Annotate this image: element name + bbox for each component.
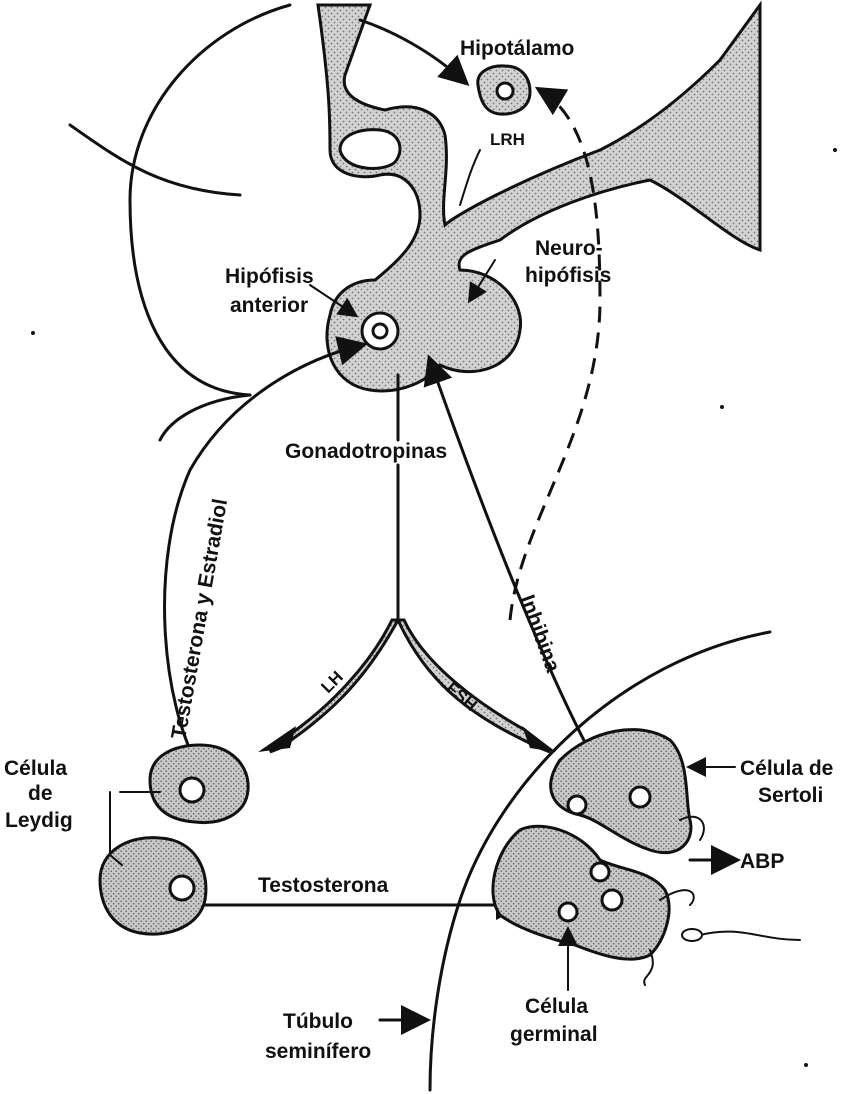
label-neurohipofisis-1: Neuro- bbox=[535, 237, 603, 260]
anterior-pituitary-nucleus bbox=[373, 324, 387, 338]
label-hipotalamo: Hipotálamo bbox=[460, 37, 574, 60]
label-testosterona: Testosterona bbox=[258, 874, 389, 897]
brain-outline bbox=[70, 5, 290, 395]
label-gonadotropinas: Gonadotropinas bbox=[285, 440, 447, 463]
hypothalamus-nucleus bbox=[497, 83, 513, 99]
label-celula-sertoli-1: Célula de bbox=[740, 757, 833, 780]
label-celula-leydig-2: de bbox=[28, 782, 53, 805]
speck bbox=[720, 405, 724, 409]
speck bbox=[31, 331, 35, 335]
label-hipofisis-1: Hipófisis bbox=[225, 265, 314, 288]
label-celula-germinal-2: germinal bbox=[510, 1023, 598, 1046]
label-hipofisis-2: anterior bbox=[230, 294, 308, 317]
speck bbox=[804, 1063, 808, 1067]
germ-cell-2 bbox=[591, 863, 609, 881]
fsh-arrowhead bbox=[522, 726, 556, 752]
inhibin-line bbox=[430, 360, 600, 770]
label-tubulo-2: seminífero bbox=[265, 1040, 371, 1063]
leydig-cell-2-nucleus bbox=[170, 876, 194, 900]
label-celula-germinal-1: Célula bbox=[525, 995, 588, 1018]
label-neurohipofisis-2: hipófisis bbox=[525, 264, 611, 287]
label-celula-leydig-1: Célula bbox=[4, 757, 67, 780]
germ-cell-3 bbox=[559, 903, 577, 921]
germ-cell-1 bbox=[568, 796, 586, 814]
label-lrh: LRH bbox=[490, 130, 525, 149]
leydig-cell-1-nucleus bbox=[180, 778, 204, 802]
arrow-to-hypothalamus bbox=[360, 20, 465, 82]
sperm-head bbox=[682, 929, 702, 941]
label-tubulo-1: Túbulo bbox=[283, 1010, 353, 1033]
label-inhibina: Inhibina bbox=[515, 592, 564, 676]
label-testosterona-estradiol: Testosterona y Estradiol bbox=[167, 497, 232, 741]
stalk-loop bbox=[340, 130, 400, 169]
lrh-line bbox=[460, 150, 480, 205]
label-celula-leydig-3: Leydig bbox=[5, 809, 73, 832]
sperm-tail-3 bbox=[644, 932, 800, 985]
sertoli-nucleus-lower bbox=[602, 890, 622, 910]
label-celula-sertoli-2: Sertoli bbox=[758, 784, 823, 807]
speck bbox=[833, 148, 837, 152]
label-abp: ABP bbox=[740, 850, 784, 873]
brain-outline-lower bbox=[160, 395, 250, 440]
lh-arrowhead bbox=[258, 726, 296, 752]
sertoli-nucleus-upper bbox=[630, 787, 650, 807]
